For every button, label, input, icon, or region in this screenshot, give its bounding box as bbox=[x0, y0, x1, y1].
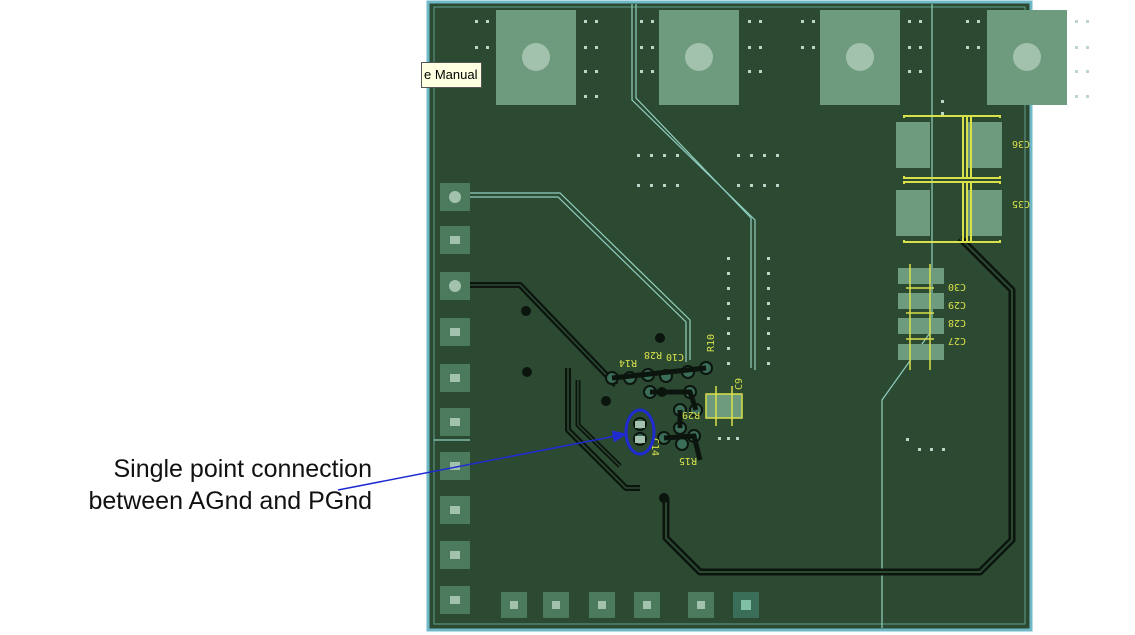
component-cluster bbox=[521, 306, 743, 503]
bottom-connector-pads bbox=[501, 592, 759, 618]
label-c29: C29 bbox=[948, 299, 966, 310]
signal-traces bbox=[434, 4, 933, 628]
label-c36: C36 bbox=[1012, 138, 1030, 149]
callout-line-2: between AGnd and PGnd bbox=[88, 487, 372, 515]
capacitor-array bbox=[898, 264, 944, 370]
label-c14: C14 bbox=[649, 438, 660, 456]
label-r10: R10 bbox=[706, 334, 717, 352]
left-connector-pads bbox=[440, 183, 470, 614]
label-c30: C30 bbox=[948, 281, 966, 292]
label-c9: C9 bbox=[734, 378, 745, 390]
label-c35: C35 bbox=[1012, 198, 1030, 209]
capacitor-c36-c35 bbox=[896, 115, 1002, 243]
ground-traces bbox=[458, 235, 1016, 576]
top-power-pads bbox=[496, 10, 1067, 105]
callout-line-1: Single point connection bbox=[113, 455, 372, 483]
tooltip: e Manual bbox=[421, 62, 483, 88]
pcb-inner-border bbox=[433, 6, 1026, 625]
label-r29: R29 bbox=[682, 409, 700, 420]
label-r15: R15 bbox=[679, 455, 697, 466]
label-c28: C28 bbox=[948, 317, 966, 328]
label-c10: C10 bbox=[666, 351, 684, 362]
via-dots bbox=[475, 20, 1089, 451]
marker-pads bbox=[635, 421, 645, 443]
label-r28: R28 bbox=[644, 349, 662, 360]
callout-arrow bbox=[337, 430, 628, 491]
label-c27: C27 bbox=[948, 335, 966, 346]
label-r14: R14 bbox=[619, 357, 637, 368]
